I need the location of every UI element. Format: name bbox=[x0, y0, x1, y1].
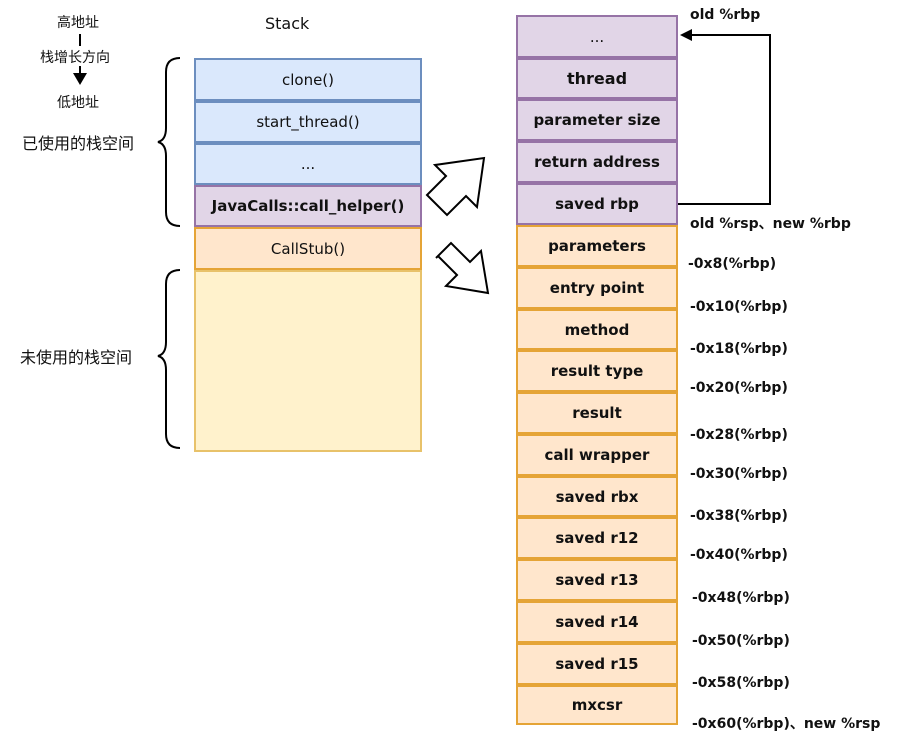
used-stack-label: 已使用的栈空间 bbox=[22, 134, 135, 153]
offset-label: -0x20(%rbp) bbox=[690, 380, 788, 396]
offset-label: -0x18(%rbp) bbox=[690, 341, 788, 357]
used-stack-brace bbox=[157, 57, 181, 227]
callstub-cell-call-wrapper: call wrapper bbox=[516, 434, 678, 476]
callstub-cell-parameter-size: parameter size bbox=[516, 99, 678, 141]
growth-direction-arrow bbox=[73, 34, 87, 85]
low-address-label: 低地址 bbox=[57, 95, 99, 111]
offset-label: -0x40(%rbp) bbox=[690, 547, 788, 563]
offset-label: -0x30(%rbp) bbox=[690, 466, 788, 482]
offset-label: -0x58(%rbp) bbox=[692, 675, 790, 691]
growth-direction-label: 栈增长方向 bbox=[40, 50, 110, 66]
callstub-cell-saved-r13: saved r13 bbox=[516, 559, 678, 601]
callstub-cell-parameters: parameters bbox=[516, 225, 678, 267]
offset-label: -0x28(%rbp) bbox=[690, 427, 788, 443]
offset-label: -0x48(%rbp) bbox=[692, 590, 790, 606]
frame-clone: clone() bbox=[194, 58, 422, 101]
callstub-cell-saved-rbp: saved rbp bbox=[516, 183, 678, 225]
saved-rbp-link-arrow bbox=[678, 29, 771, 205]
callstub-cell-result-type: result type bbox=[516, 350, 678, 392]
offset-label: -0x10(%rbp) bbox=[690, 299, 788, 315]
callstub-cell-return-address: return address bbox=[516, 141, 678, 183]
offset-label: -0x60(%rbp)、new %rsp bbox=[692, 716, 881, 732]
high-address-label: 高地址 bbox=[57, 15, 99, 31]
callstub-cell-saved-rbx: saved rbx bbox=[516, 476, 678, 517]
callstub-cell-entry-point: entry point bbox=[516, 267, 678, 309]
stack-title: Stack bbox=[265, 14, 310, 33]
callstub-cell-thread: thread bbox=[516, 58, 678, 99]
old-rsp-new-rbp-label: old %rsp、new %rbp bbox=[690, 216, 851, 232]
frame-call-helper: JavaCalls::call_helper() bbox=[194, 185, 422, 227]
unused-stack-brace bbox=[157, 269, 181, 449]
arrow-to-saved-frame-icon bbox=[425, 156, 486, 217]
callstub-cell-ellipsis: ... bbox=[516, 15, 678, 58]
callstub-cell-result: result bbox=[516, 392, 678, 434]
old-rbp-label: old %rbp bbox=[690, 7, 761, 23]
frame-start-thread: start_thread() bbox=[194, 101, 422, 143]
callstub-cell-saved-r15: saved r15 bbox=[516, 643, 678, 685]
arrow-to-callstub-frame-icon bbox=[435, 241, 490, 295]
callstub-cell-saved-r14: saved r14 bbox=[516, 601, 678, 643]
callstub-cell-mxcsr: mxcsr bbox=[516, 685, 678, 725]
frame-ellipsis: ... bbox=[194, 143, 422, 185]
unused-stack-area bbox=[194, 270, 422, 452]
callstub-cell-saved-r12: saved r12 bbox=[516, 517, 678, 559]
frame-callstub: CallStub() bbox=[194, 227, 422, 270]
offset-label: -0x38(%rbp) bbox=[690, 508, 788, 524]
unused-stack-label: 未使用的栈空间 bbox=[20, 348, 133, 367]
offset-label: -0x50(%rbp) bbox=[692, 633, 790, 649]
offset-label: -0x8(%rbp) bbox=[688, 256, 777, 272]
callstub-cell-method: method bbox=[516, 309, 678, 350]
